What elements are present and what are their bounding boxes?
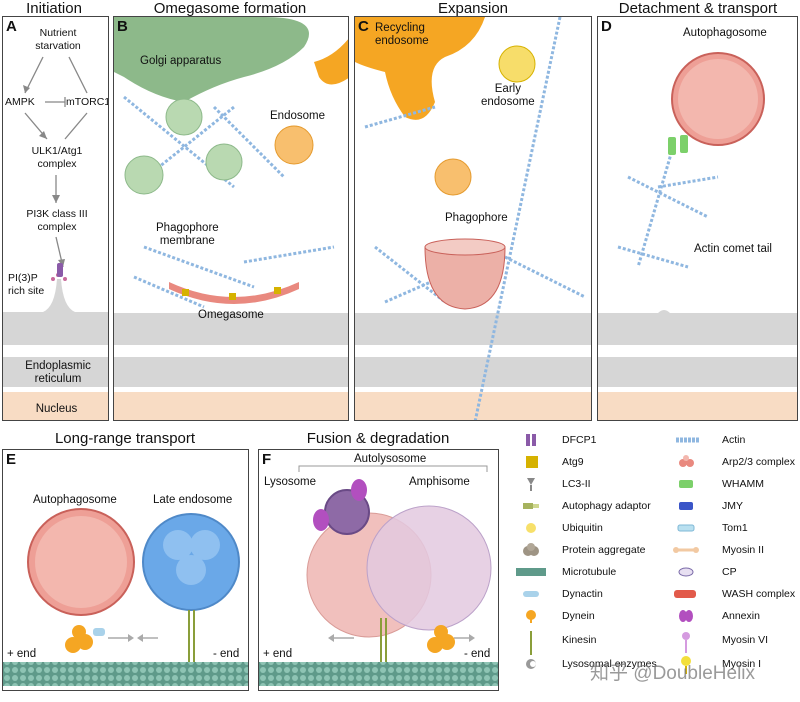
myosin1-legend-icon [681,656,691,674]
autophagosome-label-e: Autophagosome [33,494,117,506]
lysosome-label: Lysosome [264,476,316,488]
atg9-legend-icon [526,456,538,468]
panel-d-graphic [598,52,797,420]
dfcp1-legend-icon [526,434,536,446]
header-expansion: Expansion [437,0,509,17]
legend-label-aggregate: Protein aggregate [562,544,646,556]
legend-label-jmy: JMY [722,500,743,512]
legend-label-whamm: WHAMM [722,478,764,490]
aggregate-legend-icon [523,543,539,556]
minus-end-label-f: - end [464,648,491,660]
actin-comet-tail-label: Actin comet tail [694,243,772,255]
mtorc1-label: mTORC1 [66,96,109,108]
dynein-legend-icon [526,610,536,623]
legend-label-ubiquitin: Ubiquitin [562,522,603,534]
panel-b: B Golgi apparatus Endosome Phagophore me… [113,16,349,421]
header-detachment: Detachment & transport [618,0,778,17]
phagophore-label: Phagophore [445,212,508,224]
early-endosome-label: Early endosome [481,83,535,108]
amphisome-label: Amphisome [409,476,470,488]
legend-label-dynactin: Dynactin [562,588,603,600]
header-omegasome-formation: Omegasome formation [153,0,307,17]
golgi-label: Golgi apparatus [140,55,222,67]
legend-label-myosin1: Myosin I [722,658,762,670]
jmy-legend-icon [679,502,693,510]
legend-label-lc3: LC3-II [562,478,591,490]
panel-d-letter: D [601,18,612,35]
panel-a-graphic [3,56,108,420]
minus-end-label-e: - end [213,648,240,660]
omegasome-label: Omegasome [198,309,264,321]
ubiquitin-legend-icon [526,523,536,533]
late-endosome-label: Late endosome [153,494,233,506]
phagophore-membrane-label: Phagophore membrane [156,222,219,247]
panel-c-graphic [355,17,591,420]
adaptor-legend-icon [523,503,539,509]
panel-e: E Autophagosome Late endosome + end - en… [2,449,249,691]
plus-end-label-f: + end [263,648,293,660]
pi3k-label: PI3K class III complex [26,208,88,233]
legend-label-dfcp1: DFCP1 [562,434,597,446]
legend-label-cp: CP [722,566,737,578]
legend-label-lysosomal-enzymes: Lysosomal enzymes [562,658,657,670]
kinesin-legend-icon [530,631,532,655]
panel-f: F Autolysosome Lysosome Amphisome + end … [258,449,499,691]
panel-d: D Autophagosome Actin comet tail [597,16,798,421]
legend-label-tom1: Tom1 [722,522,748,534]
dfcp1-icon [57,263,63,277]
nutrient-starvation-label: Nutrient starvation [35,27,81,52]
microtubule-legend-icon [516,568,546,576]
ulk1-label: ULK1/Atg1 complex [31,145,83,170]
watermark: 知乎 @DoubleHelix [590,663,756,684]
panel-c: C Recycling endosome Early endosome Phag… [354,16,592,421]
panel-f-graphic [259,465,498,686]
myosin6-legend-icon [682,632,690,653]
header-long-range: Long-range transport [54,430,196,447]
recycling-endosome-label: Recycling endosome [375,22,429,47]
nucleus-label: Nucleus [35,403,78,415]
legend-label-dynein: Dynein [562,610,595,622]
legend-label-annexin: Annexin [722,610,760,622]
legend-label-arp23: Arp2/3 complex [722,456,795,468]
lysosomal-enzymes-legend-icon [526,659,536,669]
panel-a: A Nutrient starvation AMPK mTORC1 ULK1/A… [2,16,109,421]
cp-legend-icon [678,567,694,577]
actin-legend-icon [676,437,700,443]
autophagosome-label-d: Autophagosome [683,27,767,39]
autolysosome-label: Autolysosome [354,453,427,465]
legend-label-wash: WASH complex [722,588,796,600]
pi3p-label: PI(3)P rich site [8,272,45,297]
tom1-legend-icon [677,524,695,532]
legend-label-microtubule: Microtubule [562,566,617,578]
arp23-legend-icon [679,455,694,467]
panel-b-graphic [114,17,348,420]
lc3-legend-icon [527,478,535,491]
panel-c-letter: C [358,18,369,35]
legend-label-adaptor: Autophagy adaptor [562,500,651,512]
legend-label-actin: Actin [722,434,746,446]
er-label: Endoplasmic reticulum [25,360,91,385]
legend-label-myosin2: Myosin II [722,544,765,556]
endosome-label: Endosome [270,110,325,122]
whamm-legend-icon [679,480,693,488]
header-initiation: Initiation [26,0,82,17]
wash-legend-icon [674,590,696,598]
panel-f-letter: F [262,451,272,468]
dynactin-legend-icon [523,591,539,597]
annexin-legend-icon [679,610,693,622]
panel-e-letter: E [6,451,17,468]
header-fusion: Fusion & degradation [306,430,450,447]
legend-label-atg9: Atg9 [562,456,584,468]
panel-b-letter: B [117,18,128,35]
ampk-label: AMPK [5,96,35,108]
panel-e-graphic [3,508,248,686]
legend-label-kinesin: Kinesin [562,634,597,646]
panel-a-letter: A [6,18,17,35]
plus-end-label-e: + end [7,648,37,660]
legend-label-myosin6: Myosin VI [722,634,769,646]
myosin2-legend-icon [673,547,699,553]
